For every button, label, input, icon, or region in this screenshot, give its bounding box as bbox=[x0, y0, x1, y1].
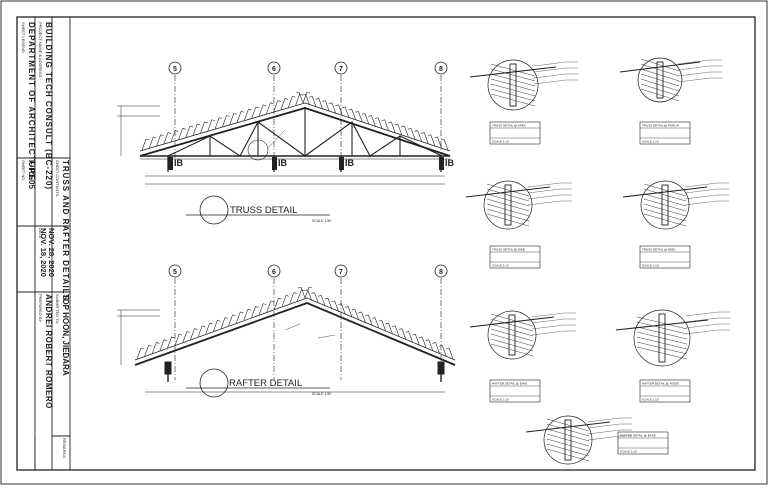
project-label: SHEET LEGEND bbox=[21, 22, 26, 53]
detail-title: RAFTER DETAIL @ EAVE bbox=[492, 382, 528, 386]
submitted-label: SUBMITTED TO bbox=[55, 294, 60, 324]
grid-bubble-7: 7 bbox=[334, 61, 348, 75]
truss-title: TRUSS DETAIL bbox=[230, 205, 297, 216]
svg-text:7: 7 bbox=[339, 269, 343, 276]
rafter-elevation bbox=[117, 278, 456, 393]
rafter-title: RAFTER DETAIL bbox=[229, 378, 302, 389]
detail-scale: SCALE 1:10 bbox=[642, 140, 659, 144]
detail-title: TRUSS DETAIL @ APEX bbox=[492, 124, 526, 128]
svg-text:5: 5 bbox=[173, 66, 177, 73]
detail-title-box bbox=[639, 245, 691, 269]
svg-text:7: 7 bbox=[339, 66, 343, 73]
detail-scale: SCALE 1:10 bbox=[492, 398, 509, 402]
sheet-no-label: SHEET NO. bbox=[21, 160, 26, 182]
date-1: NOV. 18, 2020 bbox=[39, 228, 48, 277]
ib-labels: IB IB IB IB bbox=[168, 157, 455, 170]
date-2: NOV. 28, 2020 bbox=[47, 228, 56, 277]
detail-title-box bbox=[489, 379, 541, 403]
detail-scale: SCALE 1:10 bbox=[642, 264, 659, 268]
ib-label-2: IB bbox=[278, 158, 288, 168]
detail-title-box bbox=[639, 121, 691, 145]
title-block-text: SHEET LEGEND DEPARTMENT OF ARCHITECTURE … bbox=[21, 22, 70, 458]
grid-bubble-6b: 6 bbox=[267, 264, 281, 278]
grid-bubble-6: 6 bbox=[267, 61, 281, 75]
grid-bubble-5b: 5 bbox=[168, 264, 182, 278]
rafter-scale: SCALE 1:50 bbox=[312, 392, 331, 396]
detail-vignette-2: TRUSS DETAIL @ PURLIN SCALE 1:10 bbox=[619, 57, 722, 145]
detail-vignette-7: RAFTER DETAIL @ BASE SCALE 1:10 bbox=[525, 415, 669, 465]
svg-text:8: 8 bbox=[439, 269, 443, 276]
prepared-by: ANDREI ROBERT ROMERO bbox=[44, 294, 53, 409]
svg-text:8: 8 bbox=[439, 66, 443, 73]
detail-title: RAFTER DETAIL @ RIDGE bbox=[642, 382, 679, 386]
submitted-to: TDP HOON, JIEDARA bbox=[61, 294, 70, 376]
project-name: BUILDING TECH CONSULT (BC-220) bbox=[44, 22, 53, 190]
detail-vignette-6: RAFTER DETAIL @ RIDGE SCALE 1:10 bbox=[615, 309, 730, 403]
detail-scale: SCALE 1:10 bbox=[492, 264, 509, 268]
grid-bubble-7b: 7 bbox=[334, 264, 348, 278]
detail-vignette-1: TRUSS DETAIL @ APEX SCALE 1:10 bbox=[469, 59, 578, 145]
detail-title: TRUSS DETAIL @ PURLIN bbox=[642, 124, 679, 128]
detail-vignette-5: RAFTER DETAIL @ EAVE SCALE 1:10 bbox=[469, 310, 576, 403]
detail-scale: SCALE 1:10 bbox=[642, 398, 659, 402]
date-label: DATE bbox=[38, 228, 43, 239]
title-block bbox=[17, 17, 71, 470]
ib-label-1: IB bbox=[174, 158, 184, 168]
ib-label-3: IB bbox=[345, 158, 355, 168]
detail-title-box bbox=[489, 121, 541, 145]
svg-text:6: 6 bbox=[272, 66, 276, 73]
truss-grid-bubbles: 5 6 7 8 bbox=[168, 61, 448, 75]
rafter-title-block: RAFTER DETAIL SCALE 1:50 bbox=[186, 368, 331, 398]
svg-text:5: 5 bbox=[173, 269, 177, 276]
project-name-label: PROJECT NAME & ADDRESS bbox=[38, 22, 43, 78]
sheet-title-label: SHEET CONTENTS bbox=[55, 160, 60, 197]
sheet-title: TRUSS AND RAFTER DETAILS bbox=[61, 160, 70, 301]
detail-title: TRUSS DETAIL @ HEEL bbox=[642, 248, 676, 252]
truss-title-block: TRUSS DETAIL SCALE 1:50 bbox=[186, 195, 331, 225]
remarks-label: REMARKS bbox=[62, 438, 67, 458]
rafter-grid-bubbles: 5 6 7 8 bbox=[168, 264, 448, 278]
detail-vignette-4: TRUSS DETAIL @ HEEL SCALE 1:10 bbox=[622, 180, 729, 269]
sheet-number: F-P1-05 bbox=[27, 160, 36, 189]
grid-bubble-5: 5 bbox=[168, 61, 182, 75]
grid-bubble-8b: 8 bbox=[434, 264, 448, 278]
ib-label-4: IB bbox=[445, 158, 455, 168]
detail-title-box bbox=[639, 379, 691, 403]
detail-title-box bbox=[489, 245, 541, 269]
department-name: DEPARTMENT OF ARCHITECTURE bbox=[27, 22, 36, 181]
detail-vignette-3: TRUSS DETAIL @ WEB SCALE 1:10 bbox=[465, 180, 572, 269]
detail-title: TRUSS DETAIL @ WEB bbox=[492, 248, 525, 252]
drawing-frame bbox=[16, 16, 756, 471]
svg-text:6: 6 bbox=[272, 269, 276, 276]
detail-title: RAFTER DETAIL @ BASE bbox=[620, 434, 656, 438]
grid-bubble-8: 8 bbox=[434, 61, 448, 75]
detail-scale: SCALE 1:10 bbox=[492, 140, 509, 144]
detail-scale: SCALE 1:10 bbox=[620, 450, 637, 454]
detail-title-box bbox=[617, 431, 669, 455]
truss-scale: SCALE 1:50 bbox=[312, 219, 331, 223]
prepared-label: PREPARED BY bbox=[38, 294, 43, 322]
